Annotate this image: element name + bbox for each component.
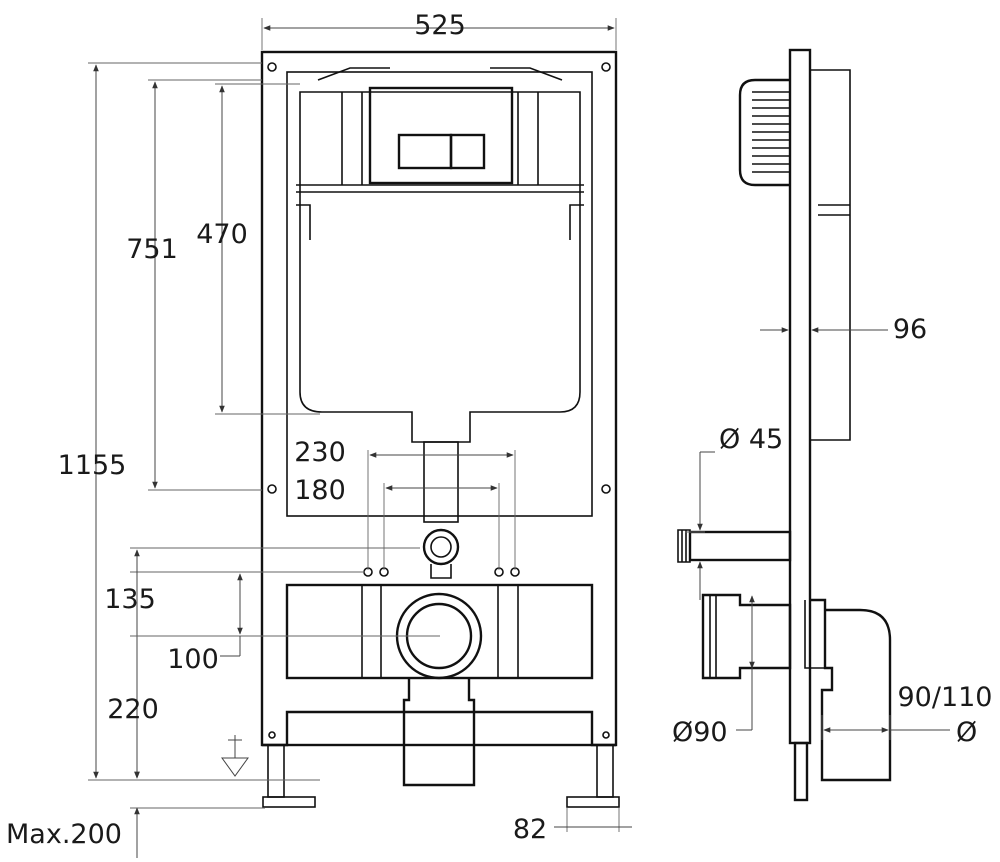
label-height-100: 100 bbox=[167, 644, 219, 675]
label-height-135: 135 bbox=[104, 584, 156, 615]
label-diameter-45: Ø 45 bbox=[719, 424, 783, 455]
floor-level-icon bbox=[221, 735, 249, 777]
flush-pipe bbox=[423, 441, 459, 523]
drain-pipe bbox=[402, 678, 476, 787]
frame-outline bbox=[260, 50, 618, 747]
label-depth-96: 96 bbox=[893, 314, 927, 345]
cistern-body bbox=[299, 91, 581, 443]
label-foot-82: 82 bbox=[513, 814, 547, 845]
side-dimensions bbox=[685, 327, 950, 740]
screw-holes bbox=[267, 62, 611, 494]
cistern-brackets bbox=[341, 92, 539, 185]
bolt-holes bbox=[363, 567, 520, 577]
dimension-labels: 525 1155 751 470 230 180 135 100 220 Max… bbox=[6, 10, 993, 850]
label-diameter-90: Ø90 bbox=[672, 717, 728, 748]
flush-button-right bbox=[449, 133, 486, 170]
label-spacing-180: 180 bbox=[294, 475, 346, 506]
side-frame bbox=[788, 48, 812, 745]
side-view bbox=[677, 48, 892, 802]
label-height-470: 470 bbox=[196, 219, 248, 250]
side-cistern bbox=[810, 69, 851, 441]
lower-block bbox=[285, 583, 594, 680]
front-view bbox=[260, 50, 620, 808]
label-height-751: 751 bbox=[126, 234, 178, 265]
frame-legs bbox=[262, 710, 616, 747]
left-foot bbox=[267, 744, 285, 798]
side-plate-ribs bbox=[752, 91, 790, 173]
label-max-200: Max.200 bbox=[6, 819, 122, 850]
cistern-top-clips bbox=[317, 67, 563, 81]
label-height-220: 220 bbox=[107, 694, 159, 725]
label-diameter-symbol: Ø bbox=[956, 717, 977, 748]
upper-panel bbox=[286, 71, 593, 517]
label-diameter-90-110: 90/110 bbox=[898, 682, 993, 713]
label-height-1155: 1155 bbox=[58, 450, 127, 481]
side-flush-plate bbox=[738, 78, 790, 187]
flush-plate bbox=[368, 86, 514, 185]
front-dimensions bbox=[88, 18, 632, 858]
side-bend-pipe bbox=[810, 598, 892, 782]
inlet-fitting bbox=[422, 528, 460, 566]
right-foot bbox=[596, 744, 614, 798]
side-inlet-pipe bbox=[688, 530, 792, 562]
label-width-525: 525 bbox=[414, 10, 466, 41]
flush-button-left bbox=[397, 133, 453, 170]
label-spacing-230: 230 bbox=[294, 437, 346, 468]
